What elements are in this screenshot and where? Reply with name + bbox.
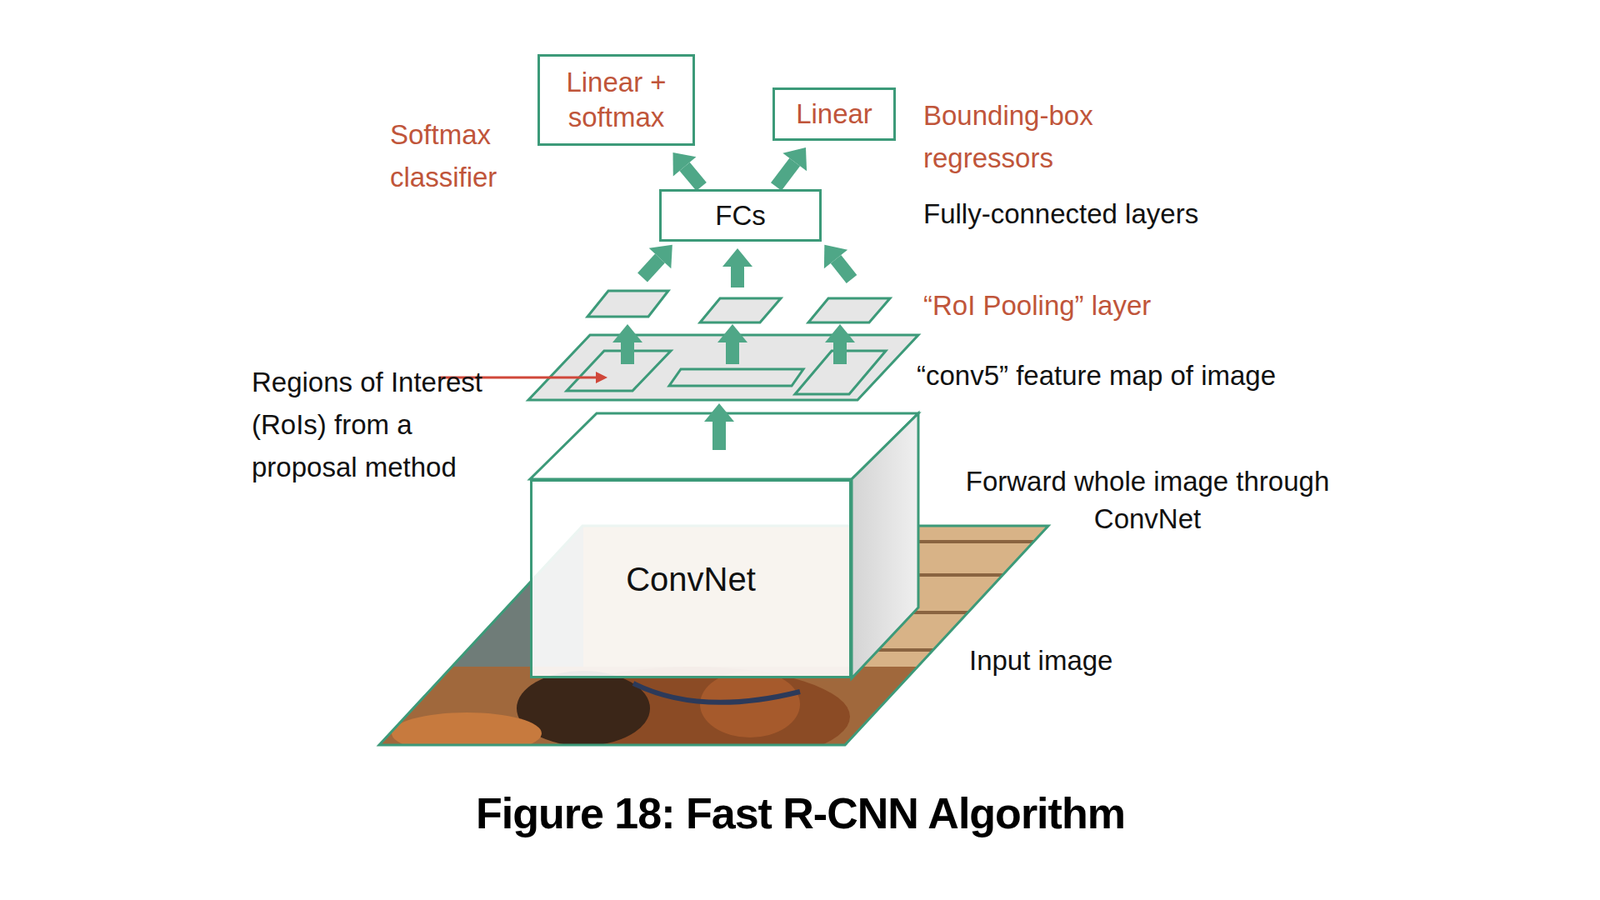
- flow-arrow: [712, 421, 726, 450]
- node-text: Linear + softmax: [547, 65, 685, 135]
- flow-arrow: [642, 258, 660, 278]
- node-text: FCs: [715, 198, 766, 234]
- roi-region: [566, 350, 671, 391]
- pooled-feature: [587, 290, 669, 317]
- roi-region: [669, 369, 804, 386]
- flow-arrow: [730, 266, 745, 288]
- pooled-feature: [700, 298, 781, 323]
- flow-arrow: [620, 342, 635, 365]
- head-label: Softmax classifier: [390, 113, 532, 199]
- layer-label: “conv5” feature map of image: [916, 354, 1384, 397]
- input-label: Input image: [969, 639, 1220, 682]
- convnet-side-face: [851, 413, 919, 679]
- flow-arrow: [833, 342, 847, 365]
- image-detail: [391, 712, 542, 755]
- callout-label: Regions of Interest (RoIs) from a propos…: [251, 360, 502, 489]
- horse-harness: [633, 683, 800, 703]
- flow-arrow: [725, 342, 740, 365]
- figure-caption: Figure 18: Fast R-CNN Algorithm: [475, 786, 1125, 840]
- feature-map: [528, 335, 919, 400]
- fc-box: FCs: [659, 189, 822, 242]
- softmax-box: Linear + softmax: [537, 54, 695, 146]
- layer-label: Fully-connected layers: [923, 192, 1274, 235]
- linear-box: Linear: [772, 87, 896, 141]
- head-label: Bounding-box regressors: [923, 94, 1149, 180]
- flow-arrow: [685, 166, 702, 187]
- step-label: Forward whole image through ConvNet: [926, 462, 1369, 538]
- node-text: Linear: [795, 96, 873, 132]
- layer-label: “RoI Pooling” layer: [923, 284, 1274, 327]
- flow-arrow: [835, 259, 852, 280]
- convnet-box: ConvNet: [530, 479, 852, 679]
- flow-arrow: [775, 162, 795, 188]
- pooled-feature: [808, 298, 890, 323]
- node-text: ConvNet: [625, 559, 756, 600]
